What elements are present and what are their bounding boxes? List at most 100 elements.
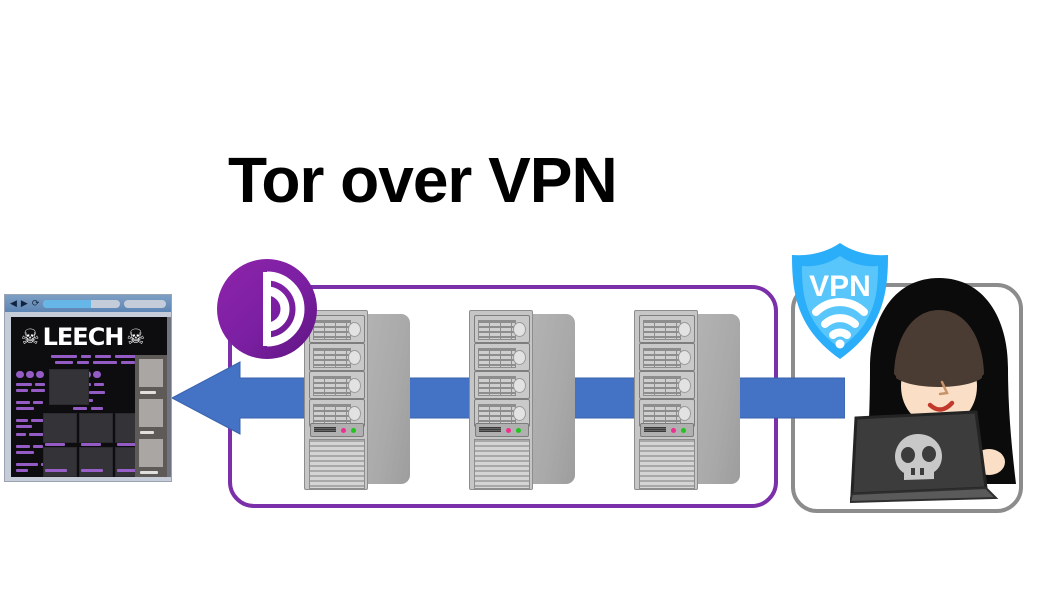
- sidebar-caption: [140, 391, 156, 394]
- server-bay: [474, 315, 530, 343]
- server-side-panel: [362, 314, 410, 484]
- vpn-shield-icon: VPN: [792, 243, 888, 359]
- text-line: [35, 383, 45, 386]
- server-bay: [309, 399, 365, 427]
- status-led-pink: [506, 428, 511, 433]
- tor-relay-server-2: [465, 310, 577, 490]
- bullet-dot: [26, 371, 34, 378]
- server-grille-icon: [643, 404, 681, 424]
- text-line: [95, 355, 111, 358]
- server-grille-icon: [478, 348, 516, 368]
- content-thumbnail[interactable]: [49, 369, 89, 405]
- server-bay: [474, 343, 530, 371]
- server-side-panel: [527, 314, 575, 484]
- text-line: [31, 419, 45, 422]
- text-line: [73, 407, 87, 410]
- status-led-green: [351, 428, 356, 433]
- server-grille-icon: [643, 348, 681, 368]
- leech-site-window[interactable]: ◀ ▶ ⟳ ☠ LEECH ☠: [4, 294, 172, 482]
- bullet-dot: [93, 371, 101, 378]
- text-line: [16, 389, 28, 392]
- server-grille-icon: [313, 348, 351, 368]
- server-grille-icon: [643, 320, 681, 340]
- skull-right-icon: ☠: [126, 325, 146, 349]
- server-bay: [309, 315, 365, 343]
- server-knob-icon: [678, 322, 691, 337]
- server-grille-icon: [643, 376, 681, 396]
- leech-logo: ☠ LEECH ☠: [11, 322, 155, 352]
- leech-page-content: ☠ LEECH ☠: [11, 317, 167, 477]
- text-line: [16, 433, 26, 436]
- server-bay: [309, 371, 365, 399]
- text-line: [16, 451, 34, 454]
- page-title: Tor over VPN: [228, 144, 618, 216]
- text-line: [16, 445, 30, 448]
- server-grille-icon: [313, 404, 351, 424]
- server-grille-icon: [313, 376, 351, 396]
- content-thumbnail[interactable]: [79, 413, 113, 443]
- content-thumbnail[interactable]: [79, 447, 113, 477]
- text-line: [89, 391, 105, 394]
- status-led-green: [516, 428, 521, 433]
- reload-icon[interactable]: ⟳: [31, 298, 40, 308]
- sidebar-caption: [140, 471, 158, 474]
- leech-brand-text: LEECH: [42, 323, 125, 351]
- thumb-caption: [81, 469, 103, 472]
- text-line: [121, 361, 135, 364]
- text-line: [115, 355, 137, 358]
- server-bay: [639, 343, 695, 371]
- server-bay: [639, 371, 695, 399]
- status-led-pink: [671, 428, 676, 433]
- server-front-panel: [469, 310, 533, 490]
- server-drive-bay: [475, 423, 529, 437]
- server-vents-icon: [309, 439, 365, 489]
- hacker-user-illustration: [850, 278, 1016, 504]
- thumb-caption: [117, 469, 139, 472]
- address-bar-progress: [43, 299, 91, 308]
- skull-left-icon: ☠: [20, 325, 40, 349]
- content-thumbnail[interactable]: [43, 447, 77, 477]
- server-grille-icon: [478, 404, 516, 424]
- server-bay: [474, 371, 530, 399]
- server-front-panel: [634, 310, 698, 490]
- server-knob-icon: [348, 322, 361, 337]
- server-knob-icon: [513, 322, 526, 337]
- content-thumbnail[interactable]: [43, 413, 77, 443]
- text-line: [16, 383, 32, 386]
- search-input[interactable]: [124, 299, 166, 308]
- text-line: [33, 401, 43, 404]
- server-drive-bay: [640, 423, 694, 437]
- drive-slot-icon: [314, 427, 336, 432]
- sidebar-thumbnail[interactable]: [139, 399, 163, 427]
- server-bay: [309, 343, 365, 371]
- text-line: [16, 463, 38, 466]
- page-sidebar: [135, 355, 167, 477]
- thumb-caption: [117, 443, 137, 446]
- server-grille-icon: [478, 376, 516, 396]
- scrollbar[interactable]: [166, 317, 171, 477]
- text-line: [91, 407, 103, 410]
- sidebar-thumbnail[interactable]: [139, 359, 163, 387]
- server-knob-icon: [513, 378, 526, 393]
- thumb-caption: [45, 469, 67, 472]
- server-knob-icon: [678, 378, 691, 393]
- server-bay: [639, 315, 695, 343]
- vpn-label: VPN: [809, 270, 871, 303]
- sidebar-thumbnail[interactable]: [139, 439, 163, 467]
- text-line: [77, 361, 89, 364]
- server-knob-icon: [678, 350, 691, 365]
- bullet-dot: [16, 371, 24, 378]
- text-line: [16, 419, 28, 422]
- text-line: [81, 355, 91, 358]
- status-led-green: [681, 428, 686, 433]
- server-knob-icon: [348, 350, 361, 365]
- forward-arrow-icon[interactable]: ▶: [20, 298, 28, 308]
- text-line: [94, 383, 104, 386]
- back-arrow-icon[interactable]: ◀: [10, 298, 17, 308]
- address-bar[interactable]: [43, 299, 120, 308]
- text-line: [33, 445, 43, 448]
- browser-chrome-bar: ◀ ▶ ⟳: [5, 295, 171, 312]
- drive-slot-icon: [479, 427, 501, 432]
- text-line: [31, 389, 45, 392]
- server-knob-icon: [348, 378, 361, 393]
